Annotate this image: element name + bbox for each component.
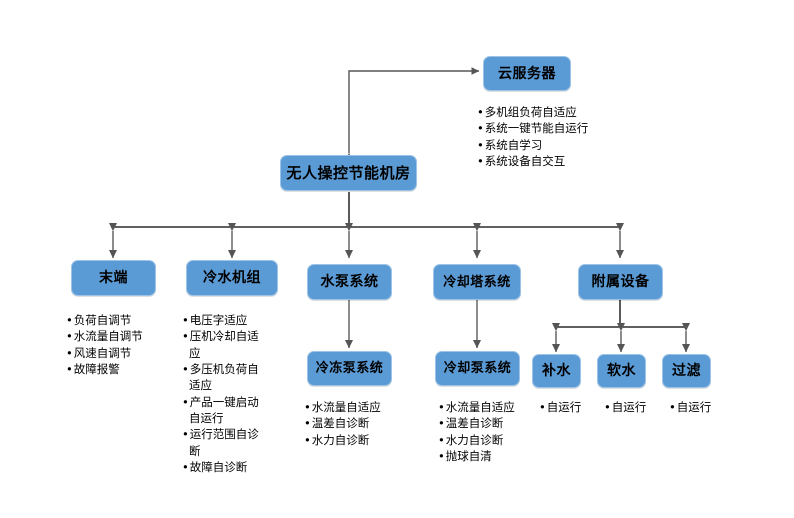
feature-item: 电压字适应 xyxy=(182,312,264,328)
feature-item: 多压机负荷自适应 xyxy=(182,361,264,394)
feature-item: 故障自诊断 xyxy=(182,459,264,475)
connector-center-to-cloud xyxy=(345,67,480,161)
node-chilled-water-pump-system[interactable]: 冷冻泵系统 xyxy=(307,351,392,386)
features-filtration: 自运行 xyxy=(669,399,731,415)
feature-item: 水流量自适应 xyxy=(304,399,419,415)
feature-item: 负荷自调节 xyxy=(66,312,176,328)
feature-item: 水力自诊断 xyxy=(438,432,553,448)
node-cooling-tower-system[interactable]: 冷却塔系统 xyxy=(433,264,521,300)
node-soft-water[interactable]: 软水 xyxy=(597,354,646,388)
feature-item: 多机组负荷自适应 xyxy=(477,104,637,120)
feature-item: 水力自诊断 xyxy=(304,432,419,448)
feature-item: 运行范围自诊断 xyxy=(182,426,264,459)
feature-item: 风速自调节 xyxy=(66,345,176,361)
node-auxiliary-equipment[interactable]: 附属设备 xyxy=(578,264,663,300)
features-cloud-server: 多机组负荷自适应 系统一键节能自运行 系统自学习 系统设备自交互 xyxy=(477,104,637,169)
feature-item: 自运行 xyxy=(539,399,601,415)
features-chiller-unit: 电压字适应 压机冷却自适应 多压机负荷自适应 产品一键启动自运行 运行范围自诊断… xyxy=(182,312,264,475)
features-soft-water: 自运行 xyxy=(604,399,666,415)
feature-item: 产品一键启动自运行 xyxy=(182,394,264,427)
feature-item: 水流量自适应 xyxy=(438,399,553,415)
feature-item: 系统设备自交互 xyxy=(477,153,637,169)
node-water-pump-system[interactable]: 水泵系统 xyxy=(307,264,392,300)
feature-item: 压机冷却自适应 xyxy=(182,328,264,361)
feature-item: 故障报警 xyxy=(66,361,176,377)
feature-item: 自运行 xyxy=(669,399,731,415)
node-terminal[interactable]: 末端 xyxy=(71,260,156,296)
feature-item: 温差自诊断 xyxy=(438,415,553,431)
node-chiller-unit[interactable]: 冷水机组 xyxy=(186,260,278,296)
feature-item: 系统一键节能自运行 xyxy=(477,120,637,136)
node-cooling-water-pump-system[interactable]: 冷却泵系统 xyxy=(435,351,520,386)
node-cloud-server[interactable]: 云服务器 xyxy=(483,56,571,91)
feature-item: 自运行 xyxy=(604,399,666,415)
features-makeup-water: 自运行 xyxy=(539,399,601,415)
node-unmanned-energy-saving-machine-room[interactable]: 无人操控节能机房 xyxy=(280,155,417,191)
feature-item: 系统自学习 xyxy=(477,137,637,153)
node-filtration[interactable]: 过滤 xyxy=(662,354,711,388)
features-terminal: 负荷自调节 水流量自调节 风速自调节 故障报警 xyxy=(66,312,176,377)
features-cooling-water-pump-system: 水流量自适应 温差自诊断 水力自诊断 抛球自清 xyxy=(438,399,553,464)
features-chilled-water-pump-system: 水流量自适应 温差自诊断 水力自诊断 xyxy=(304,399,419,448)
feature-item: 温差自诊断 xyxy=(304,415,419,431)
feature-item: 抛球自清 xyxy=(438,448,553,464)
feature-item: 水流量自调节 xyxy=(66,328,176,344)
node-makeup-water[interactable]: 补水 xyxy=(532,354,581,388)
